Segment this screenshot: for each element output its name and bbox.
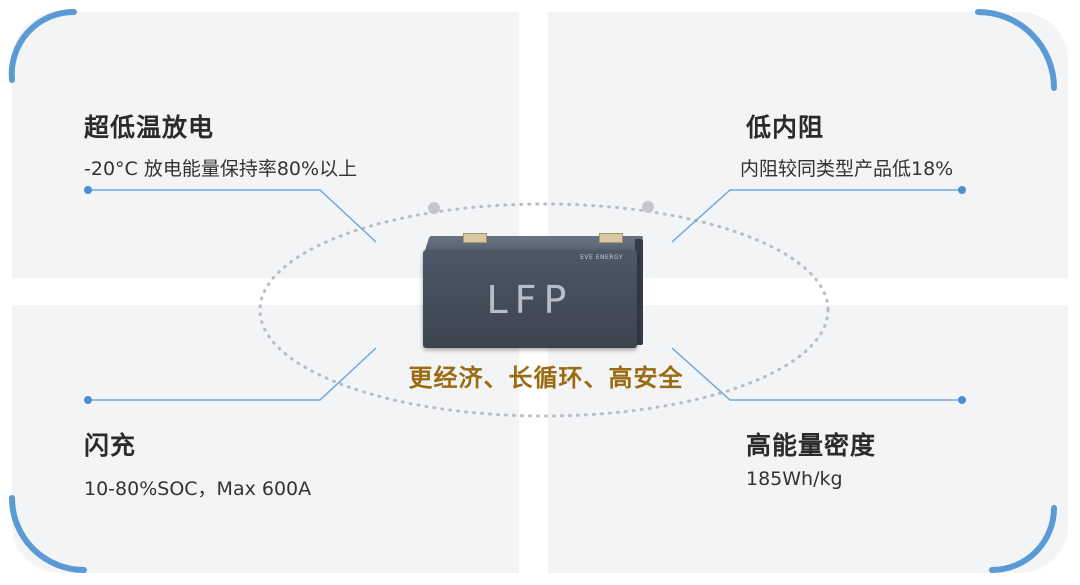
- connector-dot-top-right: [958, 186, 966, 194]
- connector-dot-bottom-left: [84, 396, 92, 404]
- dotted-orbit: [258, 202, 830, 418]
- corner-arc-bottom-right: [989, 505, 1057, 573]
- connector-top-left: [88, 189, 377, 243]
- feature-title-low-resistance: 低内阻: [746, 113, 825, 142]
- feature-title-low-temp: 超低温放电: [84, 113, 215, 142]
- panel-top-right: [548, 12, 1068, 278]
- feature-desc-low-temp: -20°C 放电能量保持率80%以上: [84, 158, 358, 180]
- battery-front-face: EVE ENERGY LFP: [423, 250, 637, 348]
- battery-label: LFP: [486, 278, 574, 322]
- feature-desc-low-resistance: 内阻较同类型产品低18%: [740, 158, 954, 180]
- battery-terminal-right: [599, 233, 623, 243]
- feature-title-energy-density: 高能量密度: [746, 431, 877, 460]
- corner-arc-top-right: [975, 9, 1057, 91]
- slogan-text: 更经济、长循环、高安全: [408, 364, 684, 392]
- battery-side-face: [635, 239, 643, 345]
- orbit-dot-right: [642, 201, 654, 213]
- feature-desc-fast-charge: 10-80%SOC，Max 600A: [84, 478, 312, 500]
- orbit-dot-left: [428, 202, 440, 214]
- lfp-battery-image: EVE ENERGY LFP: [423, 233, 644, 348]
- battery-brand-text: EVE ENERGY: [580, 254, 623, 261]
- battery-terminal-left: [463, 233, 487, 243]
- corner-arc-top-left: [8, 8, 77, 83]
- connector-bottom-right: [671, 347, 962, 401]
- connector-bottom-left: [88, 347, 377, 401]
- panel-bottom-left: [12, 305, 519, 573]
- connector-top-right: [671, 189, 962, 243]
- corner-arc-bottom-left: [9, 495, 87, 573]
- feature-title-fast-charge: 闪充: [84, 431, 137, 460]
- feature-desc-energy-density: 185Wh/kg: [746, 468, 843, 490]
- connector-dot-bottom-right: [958, 396, 966, 404]
- connector-dot-top-left: [84, 186, 92, 194]
- panel-top-left: [12, 12, 519, 278]
- panel-bottom-right: [548, 305, 1068, 573]
